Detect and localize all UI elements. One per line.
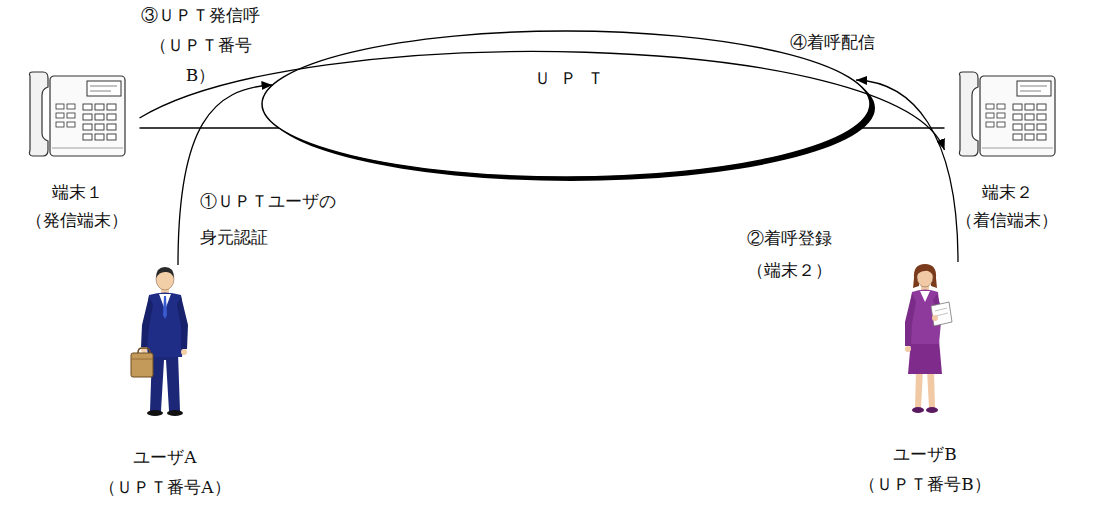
user-label: ユーザB [893,439,957,469]
person-figure-shape [131,267,188,416]
terminal-node: 端末２（着信端末） [945,70,1070,234]
user-node: ユーザA（ＵＰＴ番号A） [90,265,240,502]
telephone-icon-shape [29,72,125,156]
user-label: ユーザA [133,442,196,472]
terminal-label: （着信端末） [956,206,1058,234]
person-figure [125,265,205,420]
person-figure-shape [905,264,952,413]
network-ellipse: ＵＰＴ [261,30,877,182]
user-node: ユーザB（ＵＰＴ番号B） [850,262,1000,499]
user-label: （ＵＰＴ番号B） [859,469,991,499]
person-figure [885,262,965,417]
network-label: ＵＰＴ [525,63,613,93]
terminal-label: （発信端末） [26,206,128,234]
telephone-icon [957,70,1057,158]
telephone-icon [27,70,127,158]
connector [140,127,279,128]
step-label: ④着呼配信 [790,27,875,57]
step-label: ①ＵＰＴユーザの 身元認証 [200,183,346,255]
telephone-icon-shape [959,72,1055,156]
ellipse-shadow [267,35,875,181]
terminal-label: 端末２ [982,178,1033,206]
terminal-node: 端末１（発信端末） [15,70,140,234]
step-label: ③ＵＰＴ発信呼 （ＵＰＴ番号B） [136,0,265,90]
ellipse-outline [262,31,870,177]
step-label: ②着呼登録 （端末２） [742,222,837,286]
network-ellipse-outline [261,30,877,182]
user-label: （ＵＰＴ番号A） [99,472,230,502]
terminal-label: 端末１ [52,178,103,206]
